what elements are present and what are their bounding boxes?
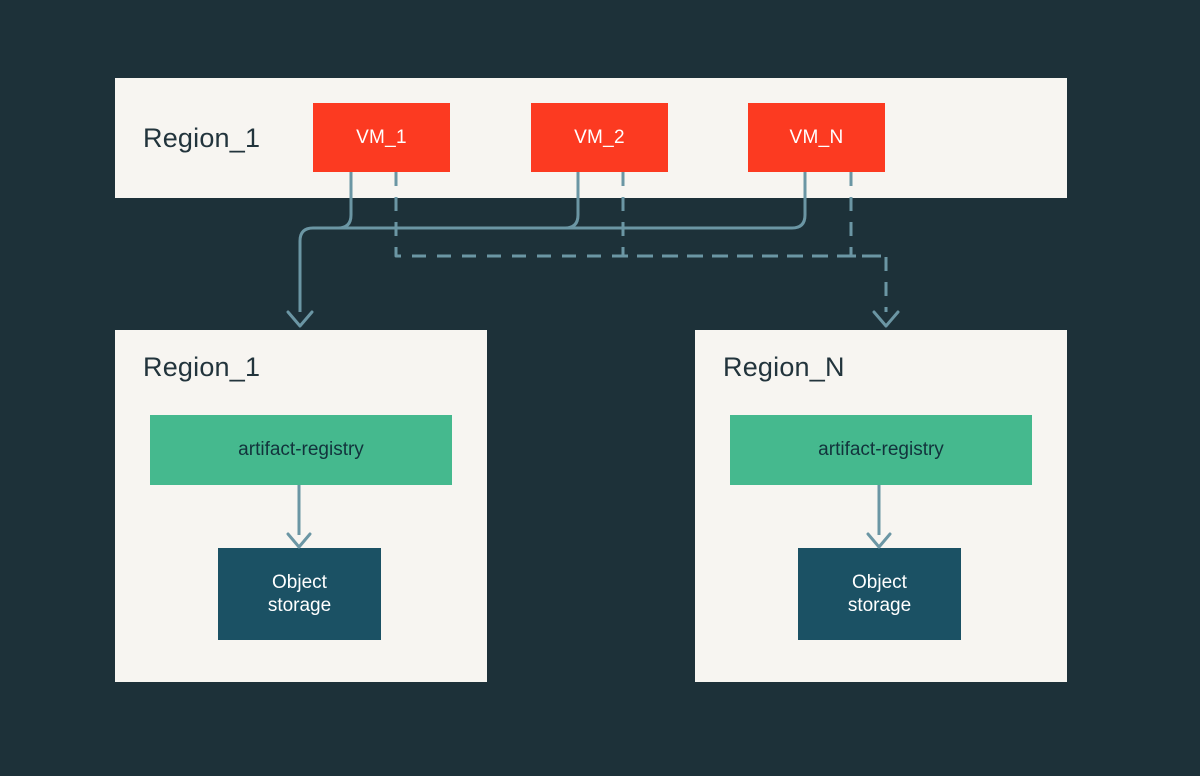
object-storage-label-left: Object storage: [268, 571, 331, 617]
object-storage-label-right: Object storage: [848, 571, 911, 617]
vm-box-2[interactable]: VM_2: [531, 103, 668, 172]
arrow-head-regionn-right: [872, 310, 900, 328]
region-top-title: Region_1: [143, 123, 261, 153]
object-storage-box-left[interactable]: Object storage: [218, 548, 381, 640]
vm-box-1[interactable]: VM_1: [313, 103, 450, 172]
region-right-title: Region_N: [723, 352, 845, 382]
object-storage-line1-right: Object: [852, 571, 907, 593]
region-left-title: Region_1: [143, 352, 261, 382]
artifact-registry-box-left[interactable]: artifact-registry: [150, 415, 452, 485]
region-panel-right: Region_N artifact-registry Object storag…: [695, 330, 1067, 682]
object-storage-box-right[interactable]: Object storage: [798, 548, 961, 640]
arrow-head-region1-left: [286, 310, 314, 328]
artifact-registry-box-right[interactable]: artifact-registry: [730, 415, 1032, 485]
object-storage-line1-left: Object: [272, 571, 327, 593]
object-storage-line2-right: storage: [847, 595, 912, 616]
region-panel-top: Region_1 VM_1 VM_2 VM_N: [115, 78, 1067, 198]
object-storage-line2-left: storage: [267, 595, 332, 616]
region-panel-left: Region_1 artifact-registry Object storag…: [115, 330, 487, 682]
vm-box-n[interactable]: VM_N: [748, 103, 885, 172]
